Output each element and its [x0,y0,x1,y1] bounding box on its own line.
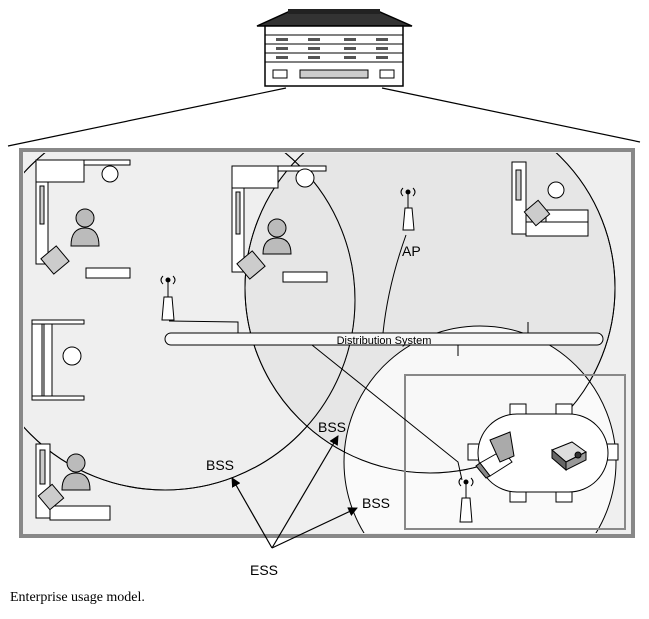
ap-label: AP [402,243,421,259]
desk-top-left [35,159,131,279]
projector-icon [551,441,587,472]
bss-label: BSS [206,457,234,473]
desk-top-right [511,161,589,237]
office-building-icon [256,9,413,87]
perspective-lines [7,87,641,147]
ap-wires [168,234,529,481]
access-point-icon [160,275,176,321]
distribution-system-label: Distribution System [337,335,432,347]
access-point-icon [400,187,416,231]
desk-left-middle [31,319,85,401]
distribution-system-pipe: Distribution System [164,332,604,347]
chair-icon [37,483,65,511]
person-icon [262,218,292,255]
chair-icon [40,245,70,275]
conference-room [404,374,626,530]
bss-label: BSS [362,495,390,511]
chair-icon [523,199,551,227]
laptop-icon [475,431,515,479]
ess-label: ESS [250,562,278,578]
person-icon [61,453,91,491]
ess-arrows [231,435,358,549]
desk-top-middle [231,165,328,283]
bss-label: BSS [318,419,346,435]
person-icon [70,208,100,247]
figure-caption: Enterprise usage model. [10,590,145,605]
chair-icon [236,250,266,280]
access-point-icon [458,477,474,523]
